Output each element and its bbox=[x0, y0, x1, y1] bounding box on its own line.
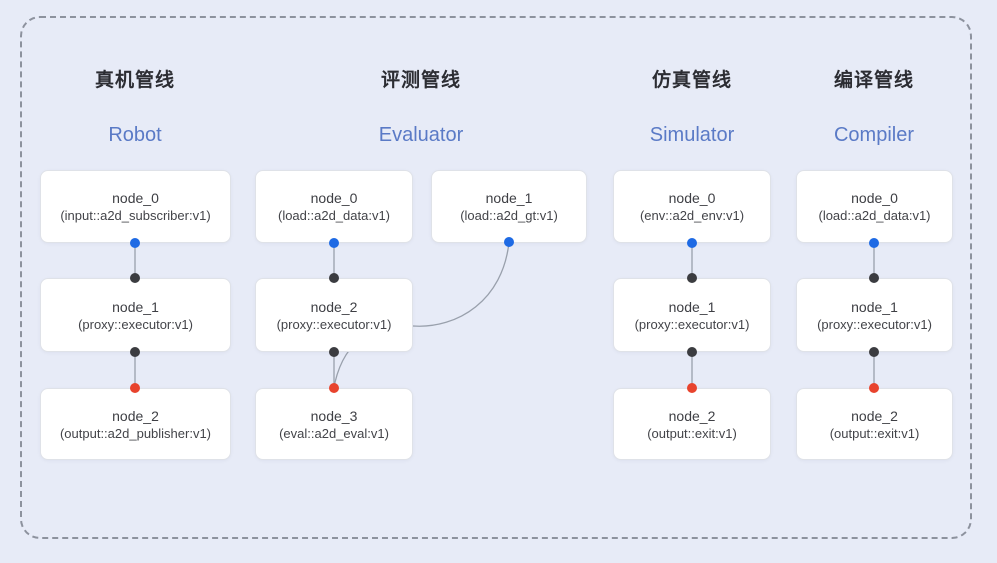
node-box-compiler-node0: node_0 (load::a2d_data:v1) bbox=[796, 170, 953, 243]
node-detail: (load::a2d_gt:v1) bbox=[460, 208, 558, 223]
node-box-robot-node0: node_0 (input::a2d_subscriber:v1) bbox=[40, 170, 231, 243]
node-name: node_2 bbox=[668, 407, 716, 424]
port-dot-blue-compiler-node0-out bbox=[869, 238, 879, 248]
node-box-evaluator-node2: node_2 (proxy::executor:v1) bbox=[255, 278, 413, 352]
node-box-compiler-node2: node_2 (output::exit:v1) bbox=[796, 388, 953, 460]
node-box-robot-node1: node_1 (proxy::executor:v1) bbox=[40, 278, 231, 352]
node-detail: (eval::a2d_eval:v1) bbox=[279, 425, 389, 441]
port-dot-red-robot-node2-in bbox=[130, 383, 140, 393]
port-dot-blue-simulator-node0-out bbox=[687, 238, 697, 248]
node-name: node_2 bbox=[112, 407, 159, 424]
port-dot-dark-evaluator-node2-out bbox=[329, 347, 339, 357]
node-name: node_2 bbox=[851, 407, 898, 424]
node-box-simulator-node2: node_2 (output::exit:v1) bbox=[613, 388, 771, 460]
node-name: node_0 bbox=[668, 190, 716, 206]
node-name: node_0 bbox=[310, 190, 358, 206]
port-dot-blue-robot-node0-out bbox=[130, 238, 140, 248]
node-name: node_1 bbox=[112, 298, 159, 315]
node-name: node_1 bbox=[485, 190, 533, 206]
node-name: node_3 bbox=[310, 407, 358, 424]
port-dot-red-evaluator-node3-in bbox=[329, 383, 339, 393]
node-box-compiler-node1: node_1 (proxy::executor:v1) bbox=[796, 278, 953, 352]
port-dot-blue-evaluator-node0-out bbox=[329, 238, 339, 248]
pipeline-title-zh-robot: 真机管线 bbox=[94, 70, 175, 91]
pipeline-title-en-evaluator: Evaluator bbox=[378, 124, 464, 146]
node-box-robot-node2: node_2 (output::a2d_publisher:v1) bbox=[40, 388, 231, 460]
node-detail: (output::exit:v1) bbox=[647, 425, 737, 441]
port-dot-dark-simulator-node1-in bbox=[687, 273, 697, 283]
node-name: node_1 bbox=[851, 298, 898, 315]
node-name: node_2 bbox=[310, 298, 358, 315]
port-dot-dark-robot-node1-in bbox=[130, 273, 140, 283]
pipeline-title-en-robot: Robot bbox=[108, 124, 162, 146]
node-box-evaluator-node0: node_0 (load::a2d_data:v1) bbox=[255, 170, 413, 243]
port-dot-dark-simulator-node1-out bbox=[687, 347, 697, 357]
node-detail: (load::a2d_data:v1) bbox=[277, 208, 391, 223]
node-detail: (proxy::executor:v1) bbox=[276, 316, 392, 332]
node-box-evaluator-node1: node_1 (load::a2d_gt:v1) bbox=[431, 170, 587, 243]
node-box-simulator-node1: node_1 (proxy::executor:v1) bbox=[613, 278, 771, 352]
node-name: node_1 bbox=[668, 298, 716, 315]
pipeline-title-zh-evaluator: 评测管线 bbox=[380, 70, 461, 91]
node-detail: (proxy::executor:v1) bbox=[634, 316, 750, 332]
port-dot-dark-compiler-node1-out bbox=[869, 347, 879, 357]
port-dot-dark-robot-node1-out bbox=[130, 347, 140, 357]
node-name: node_0 bbox=[112, 190, 159, 206]
port-dot-dark-compiler-node1-in bbox=[869, 273, 879, 283]
node-detail: (output::exit:v1) bbox=[829, 425, 920, 441]
pipeline-title-en-compiler: Compiler bbox=[833, 124, 915, 146]
pipeline-title-en-simulator: Simulator bbox=[649, 124, 735, 146]
node-detail: (proxy::executor:v1) bbox=[817, 316, 932, 332]
port-dot-red-simulator-node2-in bbox=[687, 383, 697, 393]
pipeline-title-zh-compiler: 编译管线 bbox=[833, 70, 914, 91]
node-detail: (output::a2d_publisher:v1) bbox=[59, 425, 212, 441]
port-dot-blue-evaluator-node1-out bbox=[504, 237, 514, 247]
node-box-evaluator-node3: node_3 (eval::a2d_eval:v1) bbox=[255, 388, 413, 460]
node-detail: (env::a2d_env:v1) bbox=[639, 208, 745, 223]
dashed-frame bbox=[20, 16, 972, 539]
pipeline-title-zh-simulator: 仿真管线 bbox=[651, 70, 732, 91]
node-box-simulator-node0: node_0 (env::a2d_env:v1) bbox=[613, 170, 771, 243]
port-dot-dark-evaluator-node2-in bbox=[329, 273, 339, 283]
port-dot-red-compiler-node2-in bbox=[869, 383, 879, 393]
node-detail: (input::a2d_subscriber:v1) bbox=[60, 208, 211, 223]
node-detail: (proxy::executor:v1) bbox=[78, 316, 193, 332]
node-detail: (load::a2d_data:v1) bbox=[818, 208, 931, 223]
node-name: node_0 bbox=[851, 190, 898, 206]
